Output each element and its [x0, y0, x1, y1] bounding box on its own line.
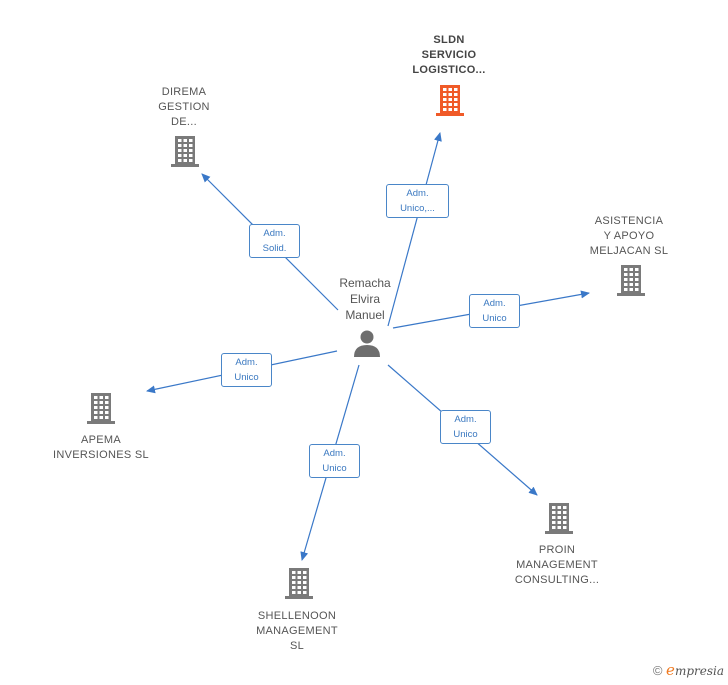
building-icon[interactable]	[436, 85, 464, 116]
edge-sldn	[387, 132, 442, 327]
brand-name: mpresia	[674, 664, 724, 678]
building-icon[interactable]	[545, 503, 573, 534]
person-name[interactable]: Remacha Elvira Manuel	[339, 276, 391, 322]
relation-label-proin[interactable]: Adm. Unico	[440, 410, 491, 444]
company-name-shellenoon[interactable]: SHELLENOON MANAGEMENT SL	[256, 610, 338, 652]
building-icon[interactable]	[87, 393, 115, 424]
relation-label-apema[interactable]: Adm. Unico	[221, 353, 272, 387]
company-name-apema[interactable]: APEMA INVERSIONES SL	[53, 434, 149, 461]
building-icon[interactable]	[285, 568, 313, 599]
person-icon[interactable]	[354, 330, 380, 358]
footer-brand: © empresia	[653, 661, 724, 679]
company-name-proin[interactable]: PROIN MANAGEMENT CONSULTING...	[514, 544, 600, 586]
company-name-direma[interactable]: DIREMA GESTION DE...	[158, 86, 210, 128]
brand-initial: e	[666, 661, 675, 679]
building-icon[interactable]	[171, 136, 199, 167]
building-icon[interactable]	[617, 265, 645, 296]
company-name-asistencia[interactable]: ASISTENCIA Y APOYO MELJACAN SL	[589, 215, 669, 257]
relation-label-direma[interactable]: Adm. Solid.	[249, 224, 300, 258]
copyright-symbol: ©	[652, 663, 663, 678]
relation-label-shellenoon[interactable]: Adm. Unico	[309, 444, 360, 478]
relation-label-asistencia[interactable]: Adm. Unico	[469, 294, 520, 328]
company-name-sldn[interactable]: SLDN SERVICIO LOGISTICO...	[412, 34, 486, 76]
relation-label-sldn[interactable]: Adm. Unico,...	[386, 184, 449, 218]
